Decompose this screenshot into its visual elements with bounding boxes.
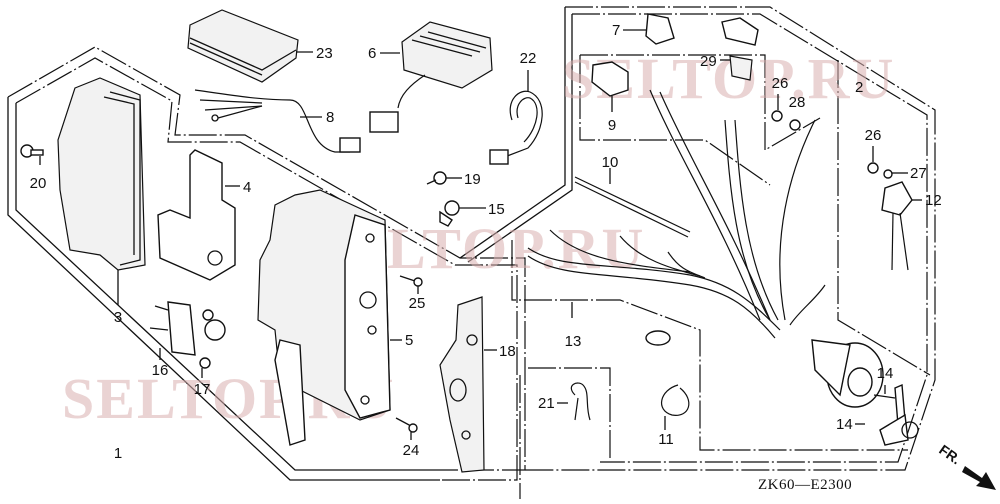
fuse-cover bbox=[721, 17, 759, 46]
front-arrow-icon bbox=[962, 466, 996, 490]
part-8-wire bbox=[194, 89, 361, 153]
part-28-washer bbox=[789, 119, 801, 131]
part-24-screw bbox=[395, 417, 418, 440]
grommet bbox=[645, 330, 671, 346]
part-17-valve bbox=[199, 309, 226, 378]
callout-7: 7 bbox=[612, 22, 620, 39]
callout-16: 16 bbox=[152, 362, 169, 379]
callout-26: 26 bbox=[772, 75, 789, 92]
part-9-holder bbox=[591, 61, 629, 112]
part-23-filter-pad bbox=[187, 9, 313, 83]
callout-1: 1 bbox=[114, 445, 122, 462]
front-direction-indicator: FR. bbox=[936, 441, 996, 490]
part-5-box bbox=[257, 189, 402, 446]
callout-labels: 1 2 3 4 5 6 7 8 9 10 11 12 13 14 14 15 1… bbox=[30, 22, 942, 462]
callout-23: 23 bbox=[316, 45, 333, 62]
callout-21: 21 bbox=[538, 395, 555, 412]
part-18-plate bbox=[439, 296, 497, 473]
part-25-screw bbox=[399, 275, 423, 294]
part-12-component bbox=[881, 181, 922, 271]
part-14-key bbox=[855, 413, 919, 446]
part-29-fuse bbox=[720, 55, 753, 81]
callout-19: 19 bbox=[464, 171, 481, 188]
part-13-harness bbox=[527, 89, 826, 339]
assembly-outline-left bbox=[7, 46, 526, 481]
diagram-code: ZK60—E2300 bbox=[758, 477, 852, 493]
part-15-clip bbox=[439, 200, 486, 227]
part-21-clip bbox=[557, 382, 591, 421]
callout-14: 14 bbox=[836, 416, 853, 433]
callout-15: 15 bbox=[488, 201, 505, 218]
callout-9: 9 bbox=[608, 117, 616, 134]
callout-3: 3 bbox=[114, 309, 122, 326]
callout-4: 4 bbox=[243, 179, 251, 196]
part-19-bolt bbox=[426, 171, 462, 185]
callout-10: 10 bbox=[602, 154, 619, 171]
callout-12: 12 bbox=[925, 192, 942, 209]
callout-22: 22 bbox=[520, 50, 537, 67]
callout-26: 26 bbox=[865, 127, 882, 144]
callout-14: 14 bbox=[877, 365, 894, 382]
callout-17: 17 bbox=[194, 381, 211, 398]
part-22-strap bbox=[489, 70, 543, 165]
callout-28: 28 bbox=[789, 94, 806, 111]
part-26-nut bbox=[867, 146, 879, 174]
part-27-washer bbox=[883, 169, 908, 179]
front-label: FR. bbox=[936, 441, 964, 467]
part-4-bracket bbox=[157, 149, 240, 281]
callout-18: 18 bbox=[499, 343, 516, 360]
callout-25: 25 bbox=[409, 295, 426, 312]
part-10-wire bbox=[574, 168, 691, 238]
part-16-switch bbox=[149, 301, 196, 360]
callout-20: 20 bbox=[30, 175, 47, 192]
callout-13: 13 bbox=[565, 333, 582, 350]
callout-2: 2 bbox=[855, 79, 863, 96]
part-11-clamp bbox=[661, 384, 690, 430]
callout-27: 27 bbox=[910, 165, 927, 182]
callout-8: 8 bbox=[326, 109, 334, 126]
part-6-regulator bbox=[369, 21, 493, 133]
callout-24: 24 bbox=[403, 442, 420, 459]
callout-5: 5 bbox=[405, 332, 413, 349]
assembly-outline-right bbox=[459, 6, 936, 499]
part-7-relay bbox=[623, 13, 675, 45]
part-3-cover bbox=[57, 77, 146, 305]
callout-11: 11 bbox=[658, 431, 674, 448]
ignition-switch bbox=[811, 339, 884, 408]
callout-6: 6 bbox=[368, 45, 376, 62]
callout-29: 29 bbox=[700, 53, 717, 70]
part-26-nut bbox=[771, 94, 783, 122]
part-20-bolt bbox=[20, 144, 44, 165]
